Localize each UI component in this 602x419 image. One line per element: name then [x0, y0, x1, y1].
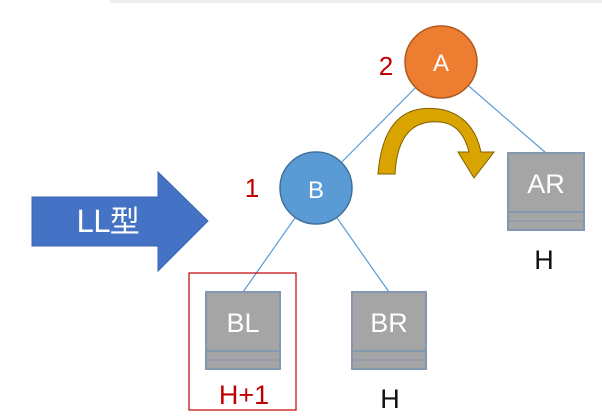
- subtree-ar-height: H: [534, 245, 554, 275]
- subtree-ar-label: AR: [527, 169, 565, 199]
- subtree-bl-label: BL: [226, 308, 259, 338]
- node-b: B 1: [245, 151, 353, 225]
- subtree-bl-height: H+1: [219, 380, 269, 410]
- ll-type-label: LL型: [76, 205, 139, 240]
- subtree-bl: BL H+1: [188, 272, 297, 411]
- node-a-circle: [404, 25, 478, 99]
- node-b-circle: [279, 151, 353, 225]
- node-a-label: A: [433, 50, 449, 77]
- subtree-bl-box: [205, 291, 281, 370]
- top-strip: [110, 0, 602, 3]
- node-b-label: B: [308, 177, 324, 204]
- rotation-arrow: [377, 107, 496, 179]
- rotation-arrow-shape: [377, 107, 496, 179]
- bl-highlight-frame: [188, 272, 297, 411]
- subtree-br: BR H: [351, 291, 427, 414]
- node-b-level: 1: [245, 173, 259, 203]
- subtree-br-label: BR: [370, 308, 408, 338]
- ll-type-arrow: LL型: [31, 170, 209, 273]
- pointer-arrow-shape: [31, 170, 209, 273]
- node-a: A 2: [379, 25, 478, 99]
- subtree-ar-box: [507, 152, 585, 231]
- subtree-br-box: [351, 291, 427, 370]
- node-a-level: 2: [379, 51, 393, 81]
- subtree-br-height: H: [380, 384, 400, 414]
- subtree-ar: AR H: [507, 152, 585, 275]
